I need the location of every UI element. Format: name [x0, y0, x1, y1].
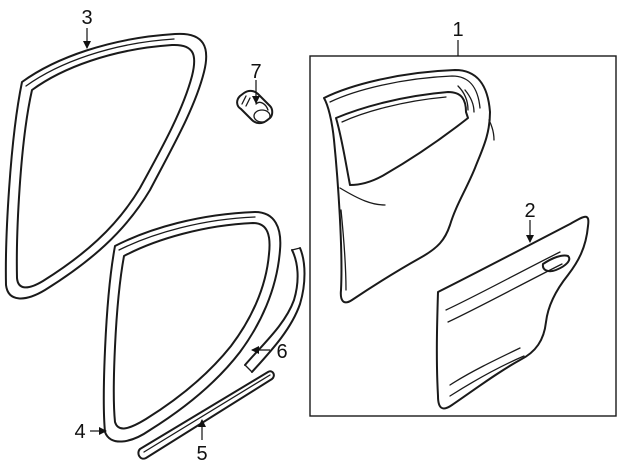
clip-part — [236, 89, 274, 125]
sill-strip-part — [137, 370, 275, 460]
outer-skin-part — [435, 215, 590, 410]
callout-7: 7 — [250, 61, 261, 83]
door-shell-part — [323, 69, 495, 304]
callout-6: 6 — [276, 341, 287, 363]
callout-4: 4 — [74, 421, 85, 443]
weatherstrip-door-opening-part — [102, 211, 282, 443]
weatherstrip-upper-part — [4, 32, 208, 300]
callout-1: 1 — [452, 19, 463, 41]
callout-5: 5 — [196, 443, 207, 465]
seal-strip-part — [244, 247, 306, 373]
door-assembly-box — [309, 55, 617, 417]
callout-2: 2 — [524, 200, 535, 222]
callout-3: 3 — [81, 7, 92, 29]
